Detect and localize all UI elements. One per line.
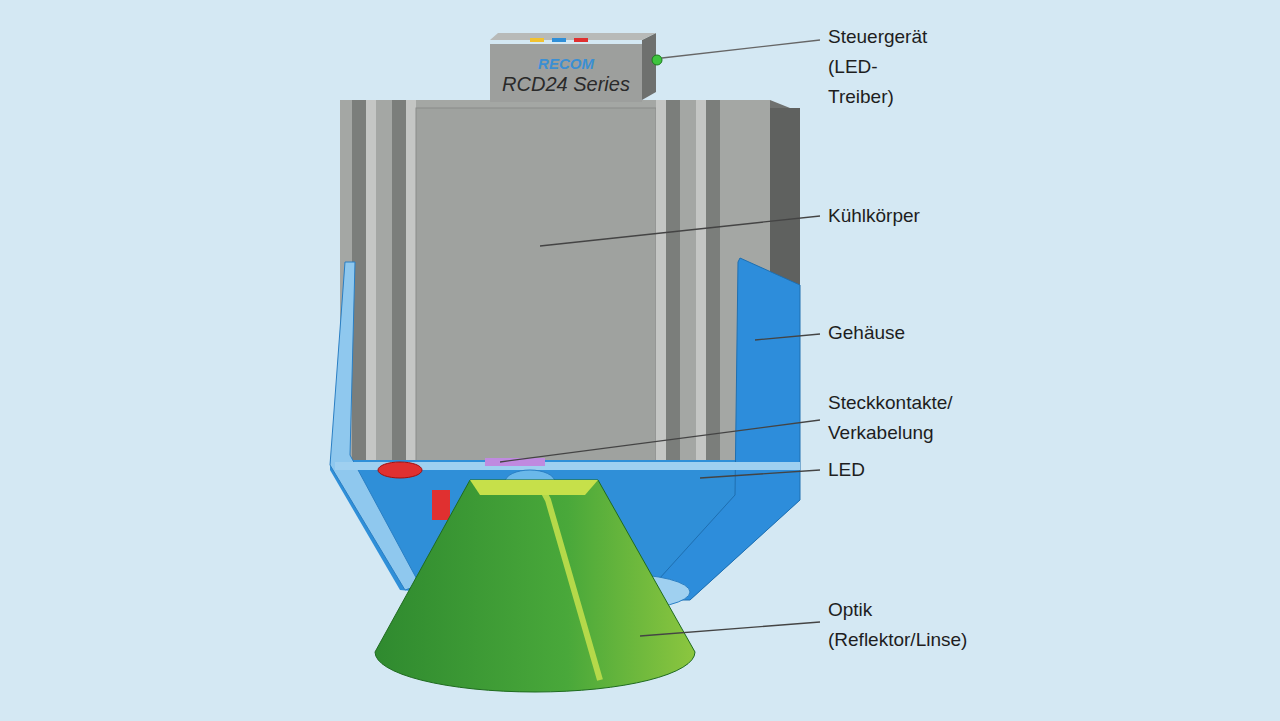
leader-line bbox=[700, 470, 820, 478]
brand-text: RECOM bbox=[538, 55, 594, 72]
heatsink-panel bbox=[416, 108, 656, 470]
logo-bar bbox=[574, 38, 588, 42]
model-text: RCD24 Series bbox=[502, 72, 630, 96]
driver-side bbox=[642, 33, 656, 100]
contact bbox=[378, 462, 422, 478]
driver-box: RECOMRCD24 Series bbox=[490, 44, 642, 102]
part-label: Optik (Reflektor/Linse) bbox=[828, 595, 967, 655]
heatsink-fin bbox=[696, 100, 706, 470]
leader-line bbox=[500, 420, 820, 462]
contact bbox=[432, 490, 450, 520]
housing-wall-left bbox=[330, 262, 420, 590]
part-label: Gehäuse bbox=[828, 318, 905, 348]
heatsink-fin bbox=[366, 100, 376, 470]
part-label: Kühlkörper bbox=[828, 201, 920, 231]
logo-bar bbox=[530, 38, 544, 42]
part-label: LED bbox=[828, 455, 865, 485]
part-label: Steckkontakte/ Verkabelung bbox=[828, 388, 953, 448]
housing-wall-right bbox=[640, 258, 800, 600]
leader-line bbox=[640, 622, 820, 636]
wiring bbox=[485, 458, 545, 466]
part-label: Steuergerät (LED-Treiber) bbox=[828, 22, 927, 112]
heatsink-front bbox=[340, 100, 770, 470]
logo-bar bbox=[552, 38, 566, 42]
heatsink-fin bbox=[406, 100, 416, 470]
driver-top bbox=[490, 33, 656, 40]
heatsink-fin bbox=[656, 100, 666, 470]
heatsink-fin bbox=[392, 100, 406, 470]
leader-line bbox=[662, 40, 820, 58]
heatsink-fin bbox=[706, 100, 720, 470]
leader-line bbox=[755, 334, 820, 340]
optic-cone bbox=[375, 480, 695, 692]
heatsink-back bbox=[340, 100, 800, 470]
leader-line bbox=[540, 216, 820, 246]
optic-cut bbox=[540, 485, 600, 680]
status-led bbox=[652, 55, 662, 65]
heatsink-fin bbox=[666, 100, 680, 470]
optic-rim bbox=[470, 480, 598, 495]
